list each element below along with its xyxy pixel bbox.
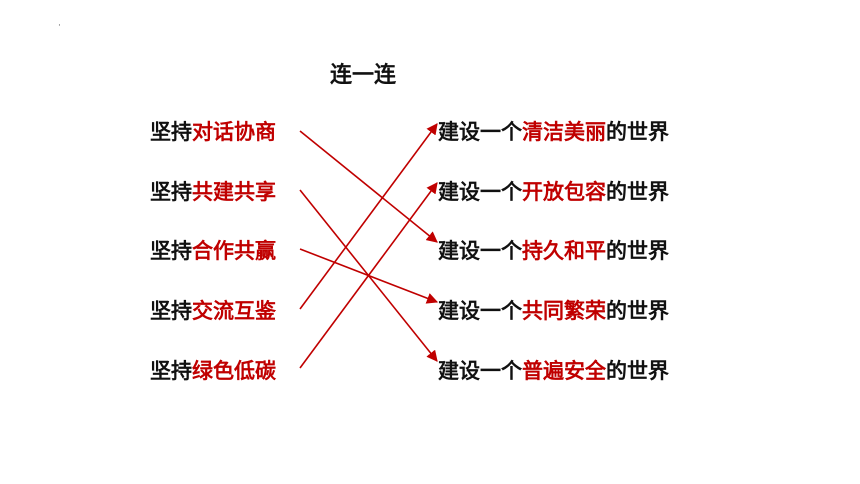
right-item-1: 建设一个清洁美丽的世界 [438, 117, 669, 147]
left-item-2: 坚持共建共享 [150, 177, 276, 207]
right-item-suffix: 的世界 [606, 120, 669, 144]
left-item-5: 坚持绿色低碳 [150, 356, 276, 386]
right-item-suffix: 的世界 [606, 359, 669, 383]
left-item-highlight: 合作共赢 [192, 239, 276, 263]
left-item-prefix: 坚持 [150, 359, 192, 383]
left-item-prefix: 坚持 [150, 239, 192, 263]
right-item-3: 建设一个持久和平的世界 [438, 236, 669, 266]
right-item-suffix: 的世界 [606, 299, 669, 323]
right-item-prefix: 建设一个 [438, 359, 522, 383]
right-item-highlight: 清洁美丽 [522, 120, 606, 144]
right-item-prefix: 建设一个 [438, 180, 522, 204]
left-item-prefix: 坚持 [150, 180, 192, 204]
right-item-highlight: 共同繁荣 [522, 299, 606, 323]
connector-arrow [299, 130, 438, 243]
connector-arrow [299, 182, 438, 369]
left-item-3: 坚持合作共赢 [150, 236, 276, 266]
left-item-4: 坚持交流互鉴 [150, 296, 276, 326]
right-item-highlight: 开放包容 [522, 180, 606, 204]
right-item-highlight: 普遍安全 [522, 359, 606, 383]
right-item-suffix: 的世界 [606, 180, 669, 204]
left-item-highlight: 交流互鉴 [192, 299, 276, 323]
left-item-highlight: 绿色低碳 [192, 359, 276, 383]
left-item-1: 坚持对话协商 [150, 117, 276, 147]
right-item-suffix: 的世界 [606, 239, 669, 263]
left-item-prefix: 坚持 [150, 299, 192, 323]
right-item-prefix: 建设一个 [438, 120, 522, 144]
dot-mark: · [58, 21, 61, 31]
left-item-highlight: 共建共享 [192, 180, 276, 204]
right-item-4: 建设一个共同繁荣的世界 [438, 296, 669, 326]
right-item-highlight: 持久和平 [522, 239, 606, 263]
left-item-highlight: 对话协商 [192, 120, 276, 144]
slide-title: 连一连 [330, 63, 397, 88]
right-item-5: 建设一个普遍安全的世界 [438, 356, 669, 386]
left-item-prefix: 坚持 [150, 120, 192, 144]
right-item-prefix: 建设一个 [438, 299, 522, 323]
connector-arrow [299, 123, 438, 310]
right-item-2: 建设一个开放包容的世界 [438, 177, 669, 207]
right-item-prefix: 建设一个 [438, 239, 522, 263]
